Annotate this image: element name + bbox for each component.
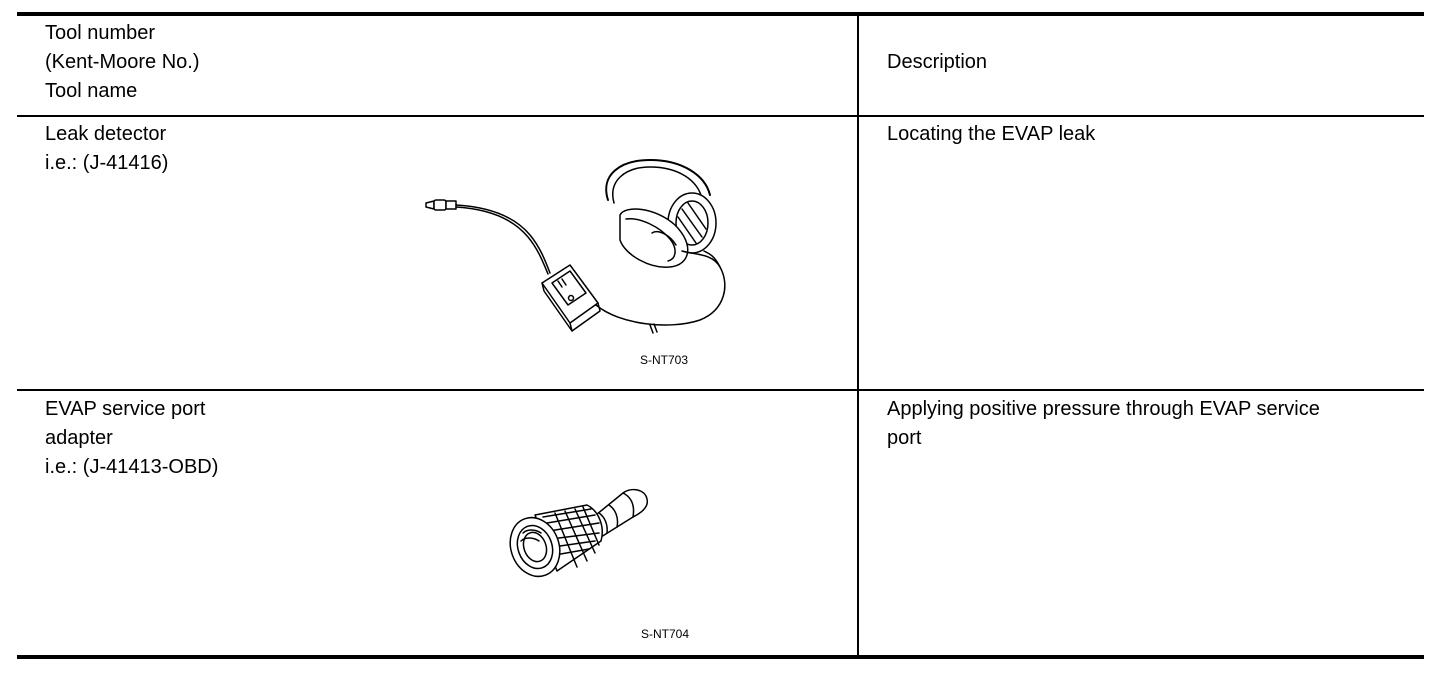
header-description: Description <box>887 51 988 73</box>
header-tool-column: Tool number (Kent-Moore No.) Tool name <box>45 19 200 106</box>
tool-name-line: adapter <box>45 427 113 449</box>
description-line: port <box>887 427 922 449</box>
figure-code: S-NT704 <box>641 627 690 641</box>
table-bottom-rule <box>17 655 1424 659</box>
row-tool-name: EVAP service port adapter i.e.: (J-41413… <box>45 395 218 482</box>
row-description: Applying positive pressure through EVAP … <box>887 395 1320 453</box>
table-top-rule <box>17 12 1424 16</box>
row-divider <box>17 389 1424 391</box>
header-line: (Kent-Moore No.) <box>45 51 200 73</box>
evap-adapter-illustration <box>509 488 649 578</box>
tool-number-line: i.e.: (J-41413-OBD) <box>45 456 219 478</box>
tool-name-line: EVAP service port <box>45 398 206 420</box>
header-divider <box>17 115 1424 117</box>
figure-code: S-NT703 <box>640 353 689 367</box>
description-line: Applying positive pressure through EVAP … <box>887 398 1320 420</box>
leak-detector-illustration <box>425 159 726 334</box>
tool-number-line: i.e.: (J-41416) <box>45 152 169 174</box>
column-divider <box>857 16 859 658</box>
header-line: Tool number <box>45 22 156 44</box>
row-tool-name: Leak detector i.e.: (J-41416) <box>45 120 168 178</box>
header-line: Tool name <box>45 80 138 102</box>
description-line: Locating the EVAP leak <box>887 123 1096 145</box>
row-description: Locating the EVAP leak <box>887 120 1095 149</box>
tool-name-line: Leak detector <box>45 123 167 145</box>
